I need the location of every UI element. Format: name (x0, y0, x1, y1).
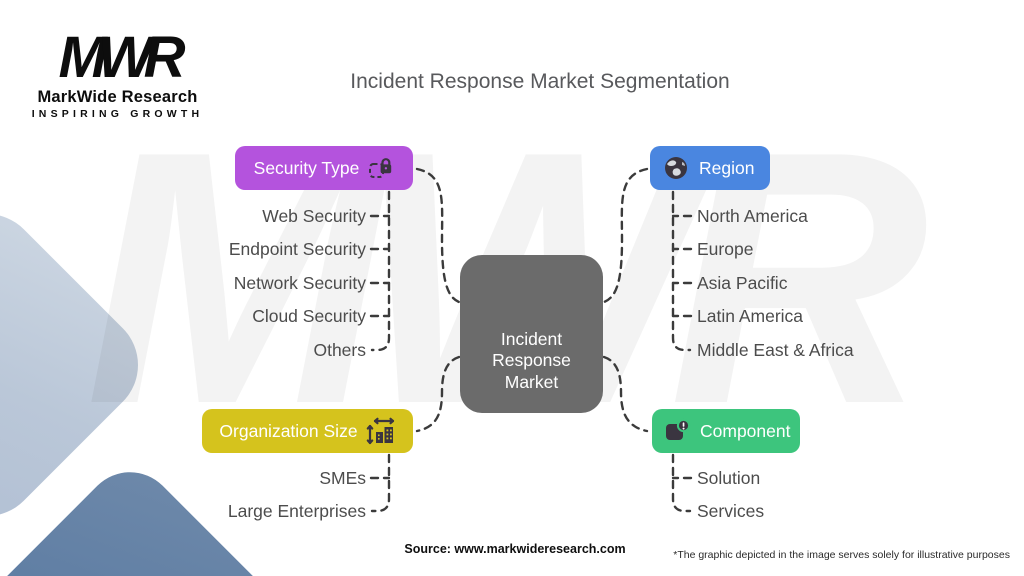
item-others: Others (313, 340, 366, 360)
logo-tagline: INSPIRING GROWTH (31, 108, 204, 120)
badge-security-type-label: Security Type (253, 157, 360, 178)
component-alert-icon (666, 418, 691, 440)
markwide-logo: MWR MarkWide Research INSPIRING GROWTH (30, 25, 205, 121)
item-smes: SMEs (319, 468, 366, 488)
source-text: Source: www.markwideresearch.com (404, 542, 626, 556)
center-node-incident-response-market: Incident Response Market (460, 255, 603, 413)
building-measure-icon (366, 417, 394, 445)
badge-security-type: Security Type (235, 146, 413, 190)
item-large-enterprises: Large Enterprises (227, 501, 366, 521)
badge-region-label: Region (699, 157, 755, 178)
item-services: Services (697, 501, 765, 521)
page-title: Incident Response Market Segmentation (350, 70, 730, 93)
item-latin-america: Latin America (697, 306, 804, 326)
badge-organization-size: Organization Size (202, 409, 413, 453)
badge-component-label: Component (700, 420, 791, 441)
globe-icon (665, 157, 687, 179)
item-north-america: North America (697, 206, 808, 226)
security-lock-icon (369, 157, 392, 178)
badge-organization-size-label: Organization Size (219, 420, 358, 441)
item-endpoint-security: Endpoint Security (228, 239, 366, 259)
item-web-security: Web Security (262, 206, 366, 226)
badge-region: Region (650, 146, 770, 190)
item-asia-pacific: Asia Pacific (697, 273, 788, 293)
item-solution: Solution (697, 468, 761, 488)
logo-mwr-monogram: MWR (58, 25, 186, 90)
item-cloud-security: Cloud Security (252, 306, 366, 326)
item-network-security: Network Security (233, 273, 366, 293)
disclaimer-text: *The graphic depicted in the image serve… (673, 549, 1010, 561)
item-middle-east-africa: Middle East & Africa (697, 340, 854, 360)
logo-company-name: MarkWide Research (37, 88, 198, 106)
badge-component: Component (652, 409, 800, 453)
center-node-label: Incident Response Market (492, 328, 571, 392)
item-europe: Europe (697, 239, 754, 259)
